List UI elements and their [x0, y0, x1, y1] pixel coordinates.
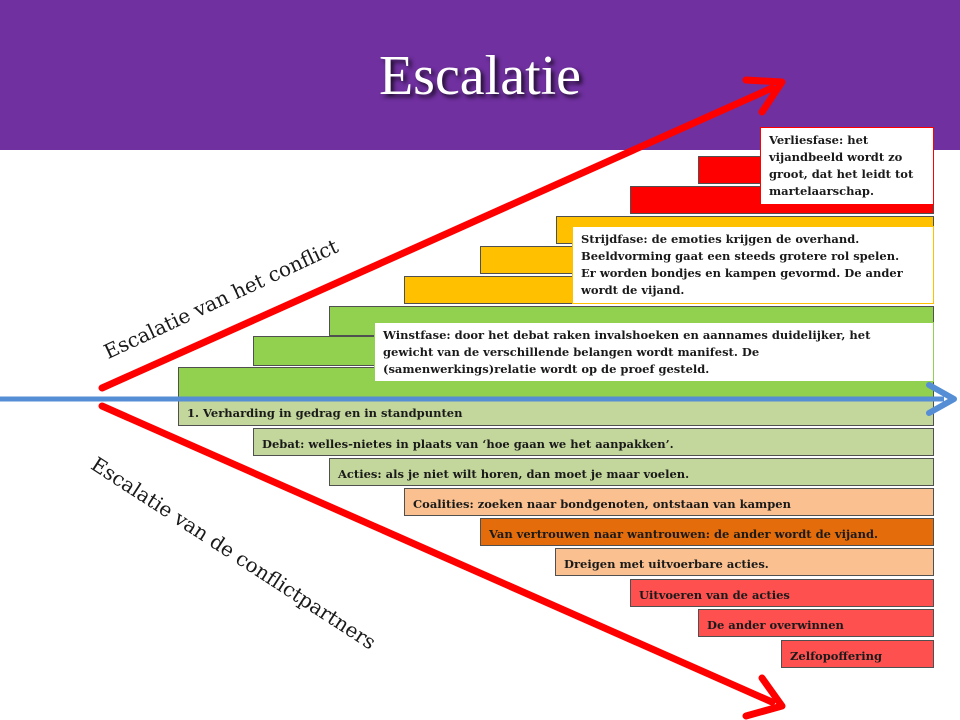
- blue-arrow-head: [926, 382, 957, 416]
- red-arrow-down-shaft: [98, 402, 776, 706]
- step-4: Coalities: zoeken naar bondgenoten, onts…: [404, 488, 934, 516]
- step-7: Uitvoeren van de acties: [630, 579, 934, 607]
- note-line: vijandbeeld wordt zo: [769, 150, 903, 164]
- step-8: De ander overwinnen: [698, 609, 934, 637]
- note-line: Winstfase: door het debat raken invalsho…: [383, 328, 871, 342]
- step-2: Debat: welles-nietes in plaats van ‘hoe …: [253, 428, 934, 456]
- red-arrow-up-head: [742, 76, 786, 116]
- step-5: Van vertrouwen naar wantrouwen: de ander…: [480, 518, 934, 546]
- note-line: Verliesfase: het: [769, 133, 869, 147]
- note-winstfase: Winstfase: door het debat raken invalsho…: [374, 322, 934, 382]
- step-1: 1. Verharding in gedrag en in standpunte…: [178, 397, 934, 426]
- step-9: Zelfopoffering: [781, 640, 934, 668]
- red-arrow-up-shaft: [98, 84, 776, 392]
- note-line: (samenwerkings)relatie wordt op de proef…: [383, 362, 710, 376]
- note-line: gewicht van de verschillende belangen wo…: [383, 345, 760, 359]
- note-line: Beeldvorming gaat een steeds grotere rol…: [581, 249, 900, 263]
- page-title: Escalatie: [378, 45, 582, 107]
- note-line: martelaarschap.: [769, 184, 874, 198]
- step-3: Acties: als je niet wilt horen, dan moet…: [329, 458, 934, 486]
- title-banner: Escalatie: [0, 0, 960, 150]
- note-line: Strijdfase: de emoties krijgen de overha…: [581, 232, 860, 246]
- step-6: Dreigen met uitvoerbare acties.: [555, 548, 934, 576]
- note-line: groot, dat het leidt tot: [769, 167, 914, 181]
- note-verliesfase: Verliesfase: het vijandbeeld wordt zo gr…: [760, 127, 934, 205]
- note-line: wordt de vijand.: [581, 283, 685, 297]
- note-strijdfase: Strijdfase: de emoties krijgen de overha…: [572, 226, 934, 304]
- note-line: Er worden bondjes en kampen gevormd. De …: [581, 266, 903, 280]
- red-arrow-down-head: [742, 674, 786, 720]
